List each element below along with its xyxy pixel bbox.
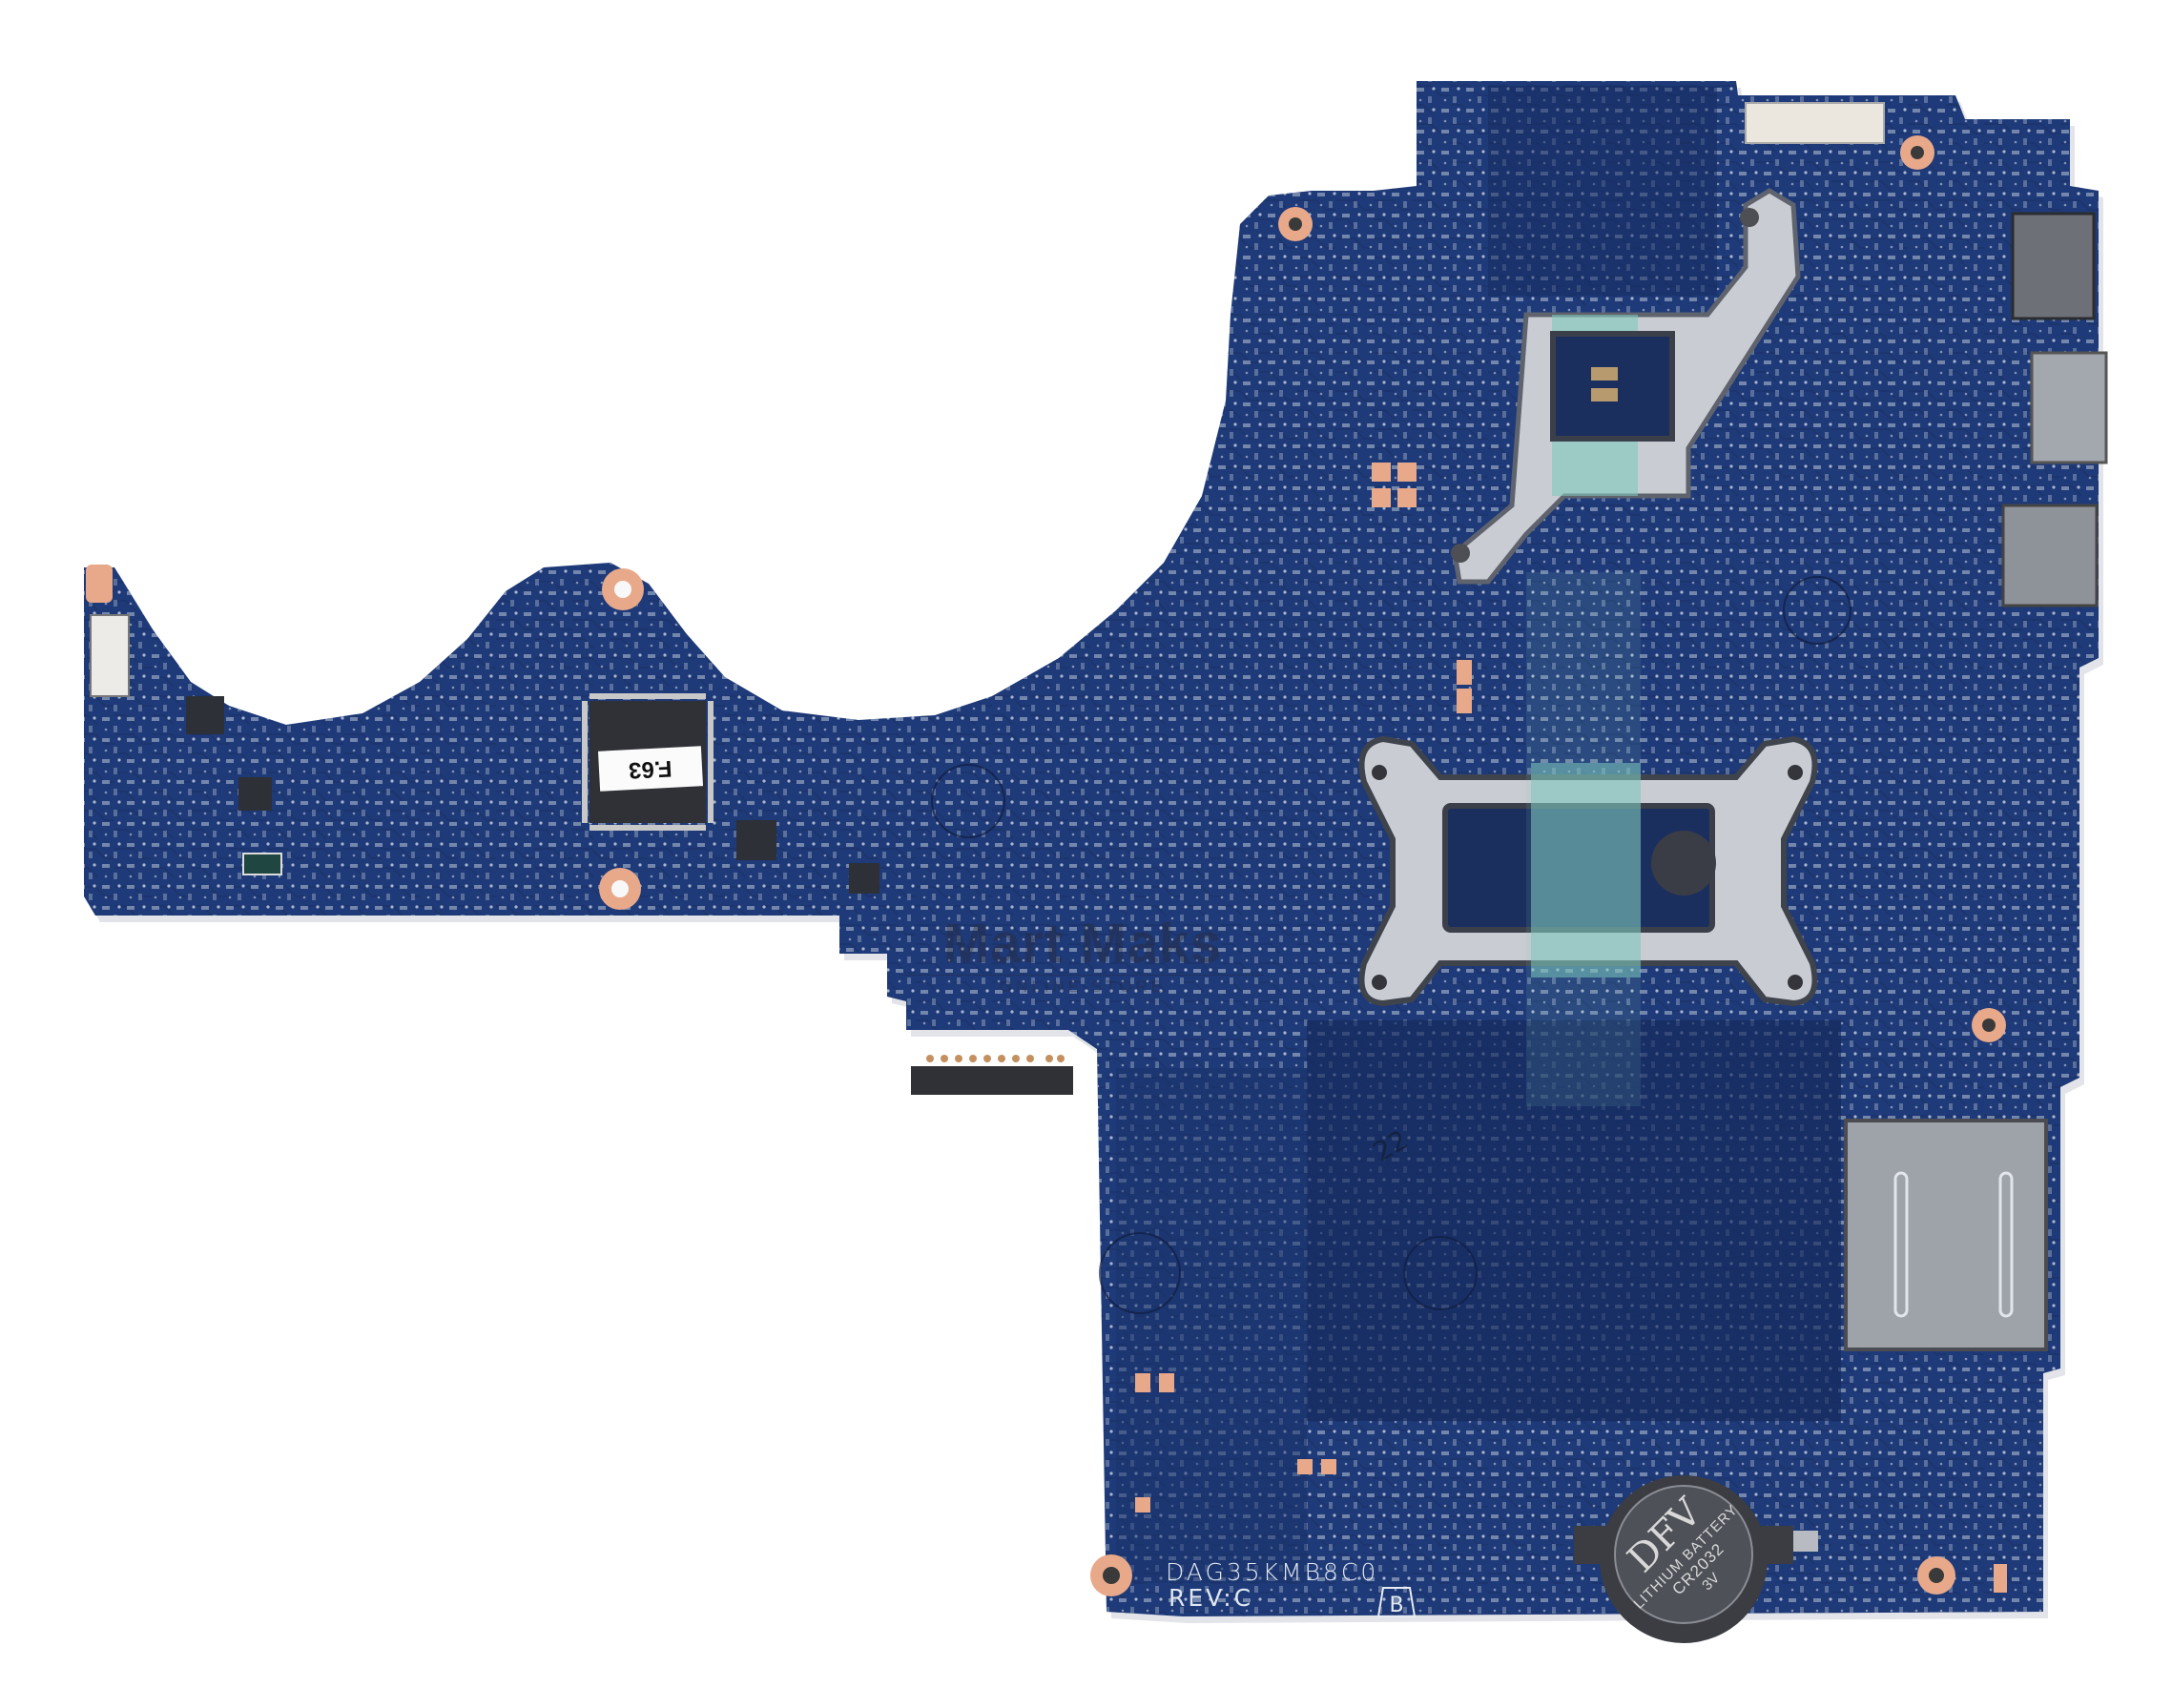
gpu-die-area <box>1550 331 1675 442</box>
bios-version-text: F.63 <box>628 754 673 784</box>
thermal-tape-vertical <box>1526 572 1641 1106</box>
power-jack <box>2011 212 2096 320</box>
mounting-holes <box>86 135 2006 1596</box>
bios-version-sticker: F.63 <box>597 746 704 792</box>
ic <box>186 696 224 734</box>
side-marker-box <box>1376 1587 1417 1617</box>
side-marker-text: B <box>1389 1594 1403 1617</box>
top-connector <box>1745 102 1885 144</box>
board-part-number: DAG35KMB8C0 <box>1166 1558 1379 1586</box>
fuse <box>242 853 282 875</box>
board-revision: REV:C <box>1169 1584 1254 1612</box>
usb-c-port <box>2030 351 2108 464</box>
usb-a-port <box>2001 504 2099 607</box>
m2-slot <box>911 1066 1073 1095</box>
sd-card-slot <box>1844 1119 2048 1351</box>
cpu-backplate <box>1358 735 1818 1007</box>
right-ports <box>2001 212 2108 607</box>
cmos-battery <box>1574 1475 1818 1643</box>
left-ffc-connector <box>90 614 130 697</box>
